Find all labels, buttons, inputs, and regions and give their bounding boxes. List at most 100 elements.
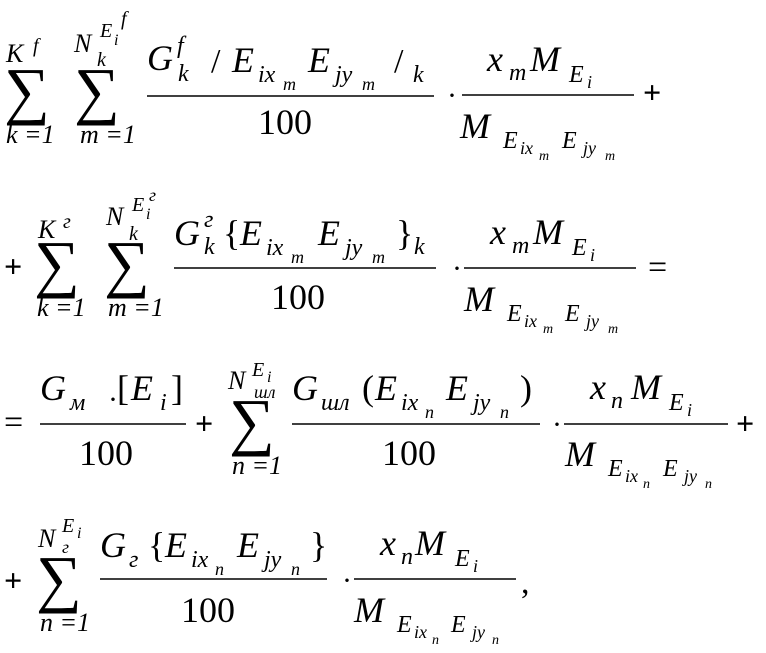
numer-f: f	[177, 33, 187, 59]
numer-M: M	[630, 367, 663, 407]
numer-slash-k: k	[413, 62, 424, 88]
sum-lower-n: n =1	[40, 608, 90, 637]
numer-M-E: E	[571, 235, 587, 261]
numer-brace-k: k	[414, 234, 425, 260]
sum-sign: ∑	[36, 543, 82, 614]
numer-jy-m: m	[362, 74, 375, 94]
dot-operator: ·	[452, 252, 462, 285]
plus-sign: +	[195, 405, 213, 441]
denom-ix: ix	[524, 311, 537, 331]
numer-G: G	[100, 525, 126, 565]
denom-M: M	[459, 106, 492, 146]
denom-jy-m: m	[608, 322, 618, 337]
denominator-100: 100	[79, 433, 133, 473]
dot-operator: ·	[342, 564, 352, 597]
sum-upper-N: N	[227, 366, 247, 395]
sum-lower-m: m =1	[80, 120, 136, 149]
numer-jy: jy	[332, 62, 353, 88]
numer-M: M	[414, 523, 447, 563]
denom-ix-m: m	[543, 322, 553, 337]
sum-upper-E: E	[131, 194, 144, 216]
numer-jy-n: n	[500, 402, 509, 422]
denom-M: M	[564, 434, 597, 474]
denom-E1: E	[396, 612, 412, 638]
numer-M: M	[532, 212, 565, 252]
equals-sign: =	[4, 404, 23, 441]
numer-ix: ix	[401, 390, 419, 416]
denom-E2: E	[561, 128, 577, 154]
sum-upper-g: г	[63, 211, 71, 233]
numer-slash: /	[211, 43, 221, 80]
sum-upper-i: i	[146, 206, 150, 223]
sum-upper-i: i	[267, 369, 271, 386]
denom-jy-n: n	[705, 477, 712, 492]
numer-rparen: )	[520, 368, 532, 408]
sum-lower-n: n =1	[232, 451, 282, 480]
denom-E1: E	[607, 456, 623, 482]
numer-jy: jy	[470, 390, 491, 416]
numer-E1: E	[239, 213, 262, 253]
numer-G-sub: г	[129, 547, 138, 573]
sum-upper-E: E	[99, 20, 112, 42]
numer-E1: E	[374, 368, 397, 408]
denom-jy: jy	[470, 622, 485, 642]
equals-sign: =	[648, 249, 667, 286]
denom-E1: E	[506, 301, 522, 327]
denominator-100: 100	[181, 590, 235, 630]
formula-line-1: K f ∑ k =1 N k E i f ∑ m =1 G f k / E ix…	[4, 8, 661, 164]
sum-upper-E: E	[251, 359, 264, 381]
denom-jy-m: m	[605, 149, 615, 164]
numer-E2: E	[445, 368, 468, 408]
denom-M: M	[463, 279, 496, 319]
numer-G: G	[174, 213, 200, 253]
denom-ix: ix	[414, 622, 427, 642]
numer-E: E	[130, 368, 153, 408]
numer-ix: ix	[258, 62, 276, 88]
denom-E1: E	[502, 128, 518, 154]
numer-x-n: n	[401, 544, 413, 570]
numer-lbrace: {	[148, 525, 165, 565]
sum-lower-k: k =1	[37, 293, 86, 322]
numer-lparen: (	[362, 368, 374, 408]
numer-M-E-i: i	[587, 72, 592, 92]
sum-sign: ∑	[4, 55, 50, 126]
numer-ix: ix	[191, 547, 209, 573]
comma: ,	[521, 564, 530, 601]
numer-G-sub: шл	[321, 390, 350, 416]
sum-upper-K: K	[37, 215, 57, 244]
sum-upper-N: N	[105, 202, 125, 231]
sum-upper-sh: шл	[254, 382, 276, 402]
numer-jy-n: n	[291, 559, 300, 579]
sum-sign: ∑	[74, 55, 120, 126]
denom-ix-m: m	[539, 149, 549, 164]
numer-E2: E	[317, 213, 340, 253]
sum-upper-k: k	[129, 223, 139, 245]
numer-ix: ix	[266, 235, 284, 261]
numer-E1: E	[164, 525, 187, 565]
numer-M-E: E	[668, 390, 684, 416]
numer-M-E-i: i	[473, 556, 478, 576]
sum-sign: ∑	[104, 228, 150, 299]
denom-jy: jy	[682, 466, 697, 486]
sum-upper-k: k	[97, 49, 107, 71]
numer-rbrace: }	[396, 213, 413, 253]
numer-x: x	[589, 367, 606, 407]
formula-line-4: + N E i г ∑ n =1 G г { E ix n E jy n } 1…	[4, 515, 530, 648]
numer-M: M	[529, 39, 562, 79]
sum-upper-E: E	[61, 515, 74, 537]
sum-upper-g2: г	[149, 185, 156, 205]
numer-ix-m: m	[283, 74, 296, 94]
denom-M: M	[353, 590, 386, 630]
sum-lower-k: k =1	[6, 120, 55, 149]
numer-G: G	[40, 368, 66, 408]
denom-ix: ix	[520, 138, 533, 158]
numer-M-E: E	[568, 62, 584, 88]
numer-ix-n: n	[425, 402, 434, 422]
sum-upper-i: i	[114, 32, 118, 49]
dot-operator: ·	[552, 408, 562, 441]
numer-E1: E	[231, 40, 254, 80]
plus-sign: +	[4, 562, 22, 598]
numer-M-E: E	[454, 546, 470, 572]
sum-lower-m: m =1	[108, 293, 164, 322]
